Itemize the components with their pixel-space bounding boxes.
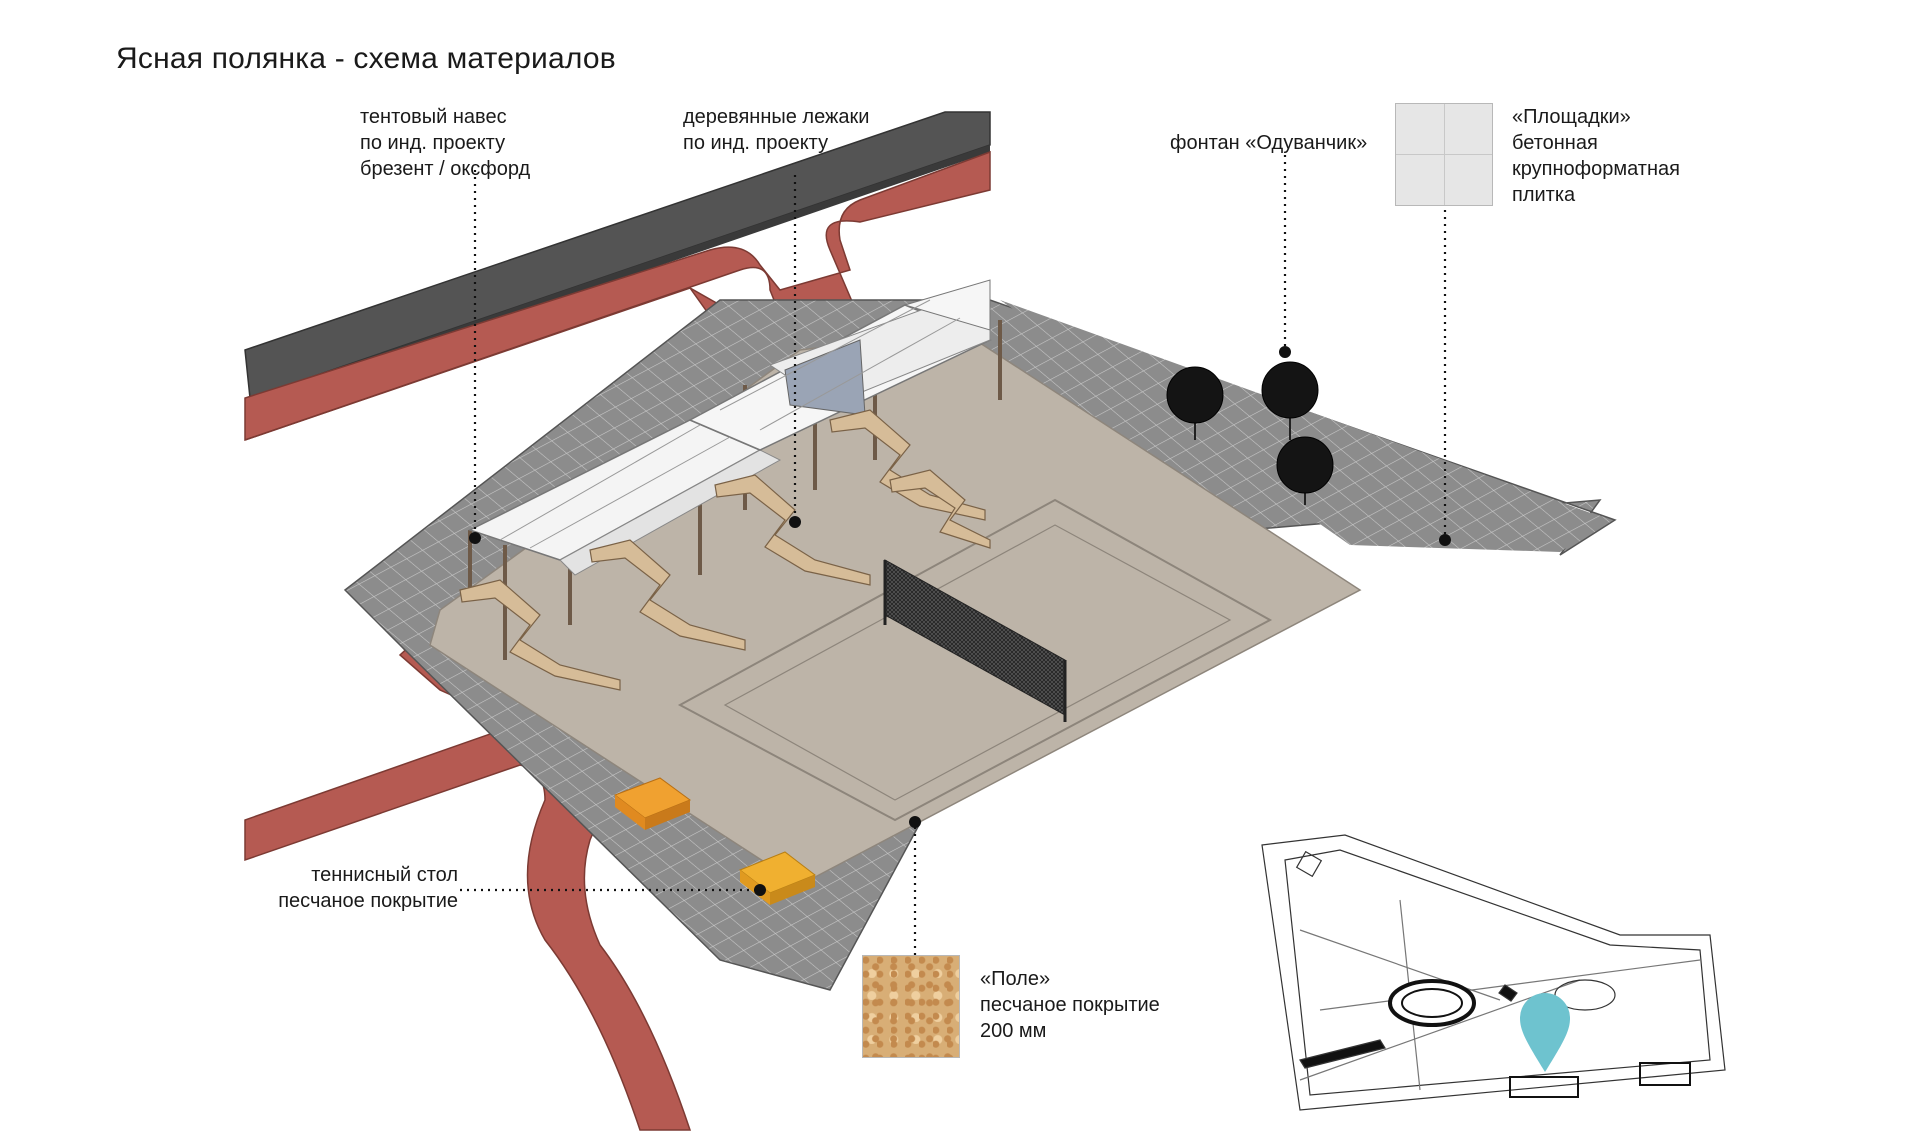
fountain-icon [1261, 361, 1334, 505]
sand-swatch [862, 955, 960, 1058]
label-tennis: теннисный стол песчаное покрытие [278, 864, 458, 912]
label-canopy: тентовый навес по инд. проекту брезент /… [360, 106, 531, 180]
pin-marker-icon [1520, 993, 1570, 1072]
page-title: Ясная полянка - схема материалов [116, 42, 616, 75]
tree-icon [1166, 366, 1224, 440]
site-plan-inset [1261, 834, 1726, 1111]
label-loungers: деревянные лежаки по инд. проекту [683, 106, 870, 154]
road [244, 111, 991, 400]
canopy-roof [468, 279, 992, 576]
label-field: «Поле» песчаное покрытие 200 мм [980, 968, 1160, 1042]
leader-lines [460, 155, 1447, 960]
volleyball-court-lines [677, 498, 1273, 822]
label-plazas: «Площадки» бетонная крупноформатная плит… [1512, 106, 1680, 206]
red-path-loop [244, 150, 991, 442]
label-fountain: фонтан «Одуванчик» [1170, 132, 1368, 154]
wooden-loungers [459, 409, 991, 691]
leader-dots [469, 346, 1451, 896]
concrete-tile-swatch [1395, 103, 1493, 206]
volleyball-net [883, 559, 1067, 722]
tennis-table-1 [613, 777, 692, 830]
